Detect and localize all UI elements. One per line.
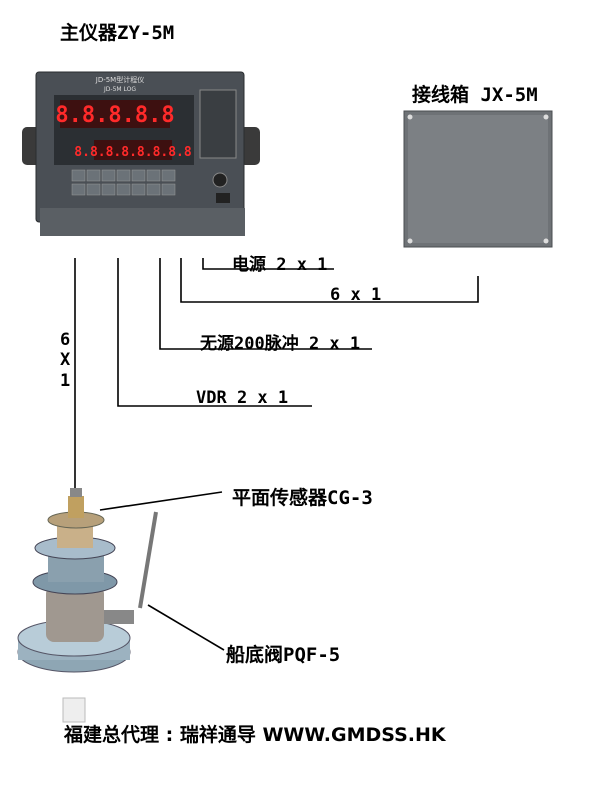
cable-label-vertical-3: 1 — [60, 371, 71, 391]
valve-label: 船底阀PQF-5 — [226, 644, 341, 666]
cable-label-box-link: 6 x 1 — [330, 285, 382, 305]
sensor-valve-device — [17, 488, 158, 723]
cable-label-vdr: VDR 2 x 1 — [196, 388, 289, 408]
valve-pointer — [147, 604, 225, 651]
cable-6x1-to-box — [180, 258, 479, 303]
junction-box-title: 接线箱 JX-5M — [412, 84, 538, 106]
main-instrument-device: 8.8.8.8.8 8.8.8.8.8.8.8.8 JD-5M型计程仪 JD-5… — [22, 71, 260, 236]
main-unit-title: 主仪器ZY-5M — [60, 22, 175, 44]
panel-label-1: JD-5M型计程仪 — [95, 75, 144, 84]
cable-vdr — [117, 258, 312, 407]
main-display: 8.8.8.8.8 — [55, 103, 174, 128]
footer-text: 福建总代理 : 瑞祥通导 WWW.GMDSS.HK — [64, 724, 446, 746]
sensor-label: 平面传感器CG-3 — [232, 487, 373, 509]
sub-display: 8.8.8.8.8.8.8.8 — [74, 145, 192, 160]
cable-label-pulse: 无源200脉冲 2 x 1 — [200, 334, 361, 354]
junction-box-device — [403, 110, 553, 248]
cable-label-vertical-2: X — [60, 350, 71, 370]
cable-power — [202, 258, 334, 270]
panel-label-2: JD-5M LOG — [103, 86, 136, 93]
sensor-pointer — [99, 491, 223, 511]
cable-label-vertical-1: 6 — [60, 330, 71, 350]
cable-pulse — [159, 258, 372, 350]
cable-label-power: 电源 2 x 1 — [232, 255, 328, 275]
